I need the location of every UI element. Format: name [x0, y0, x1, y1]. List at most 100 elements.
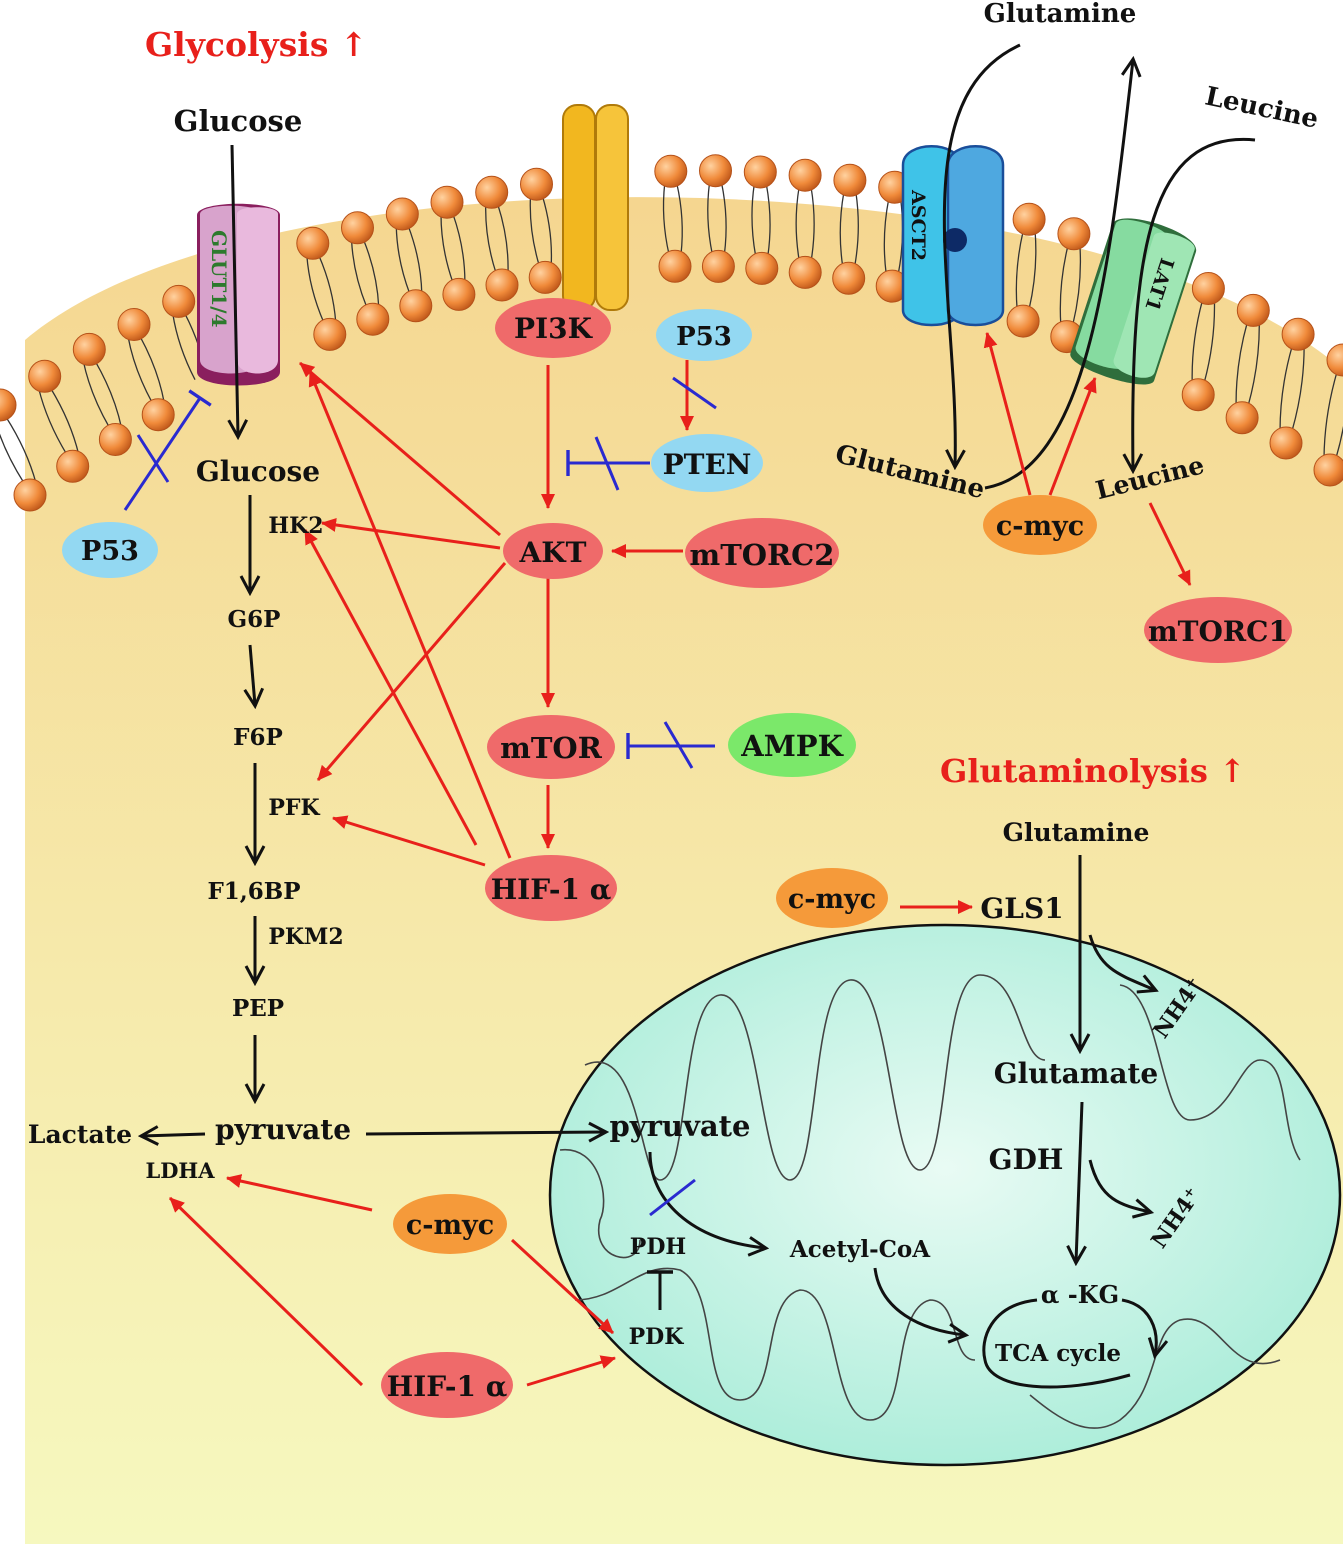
lipid-head	[385, 197, 419, 231]
glut-transporter: GLUT1/4	[197, 203, 280, 386]
hif-mid-label: HIF-1 α	[491, 873, 612, 906]
node-cmyc-bottom: c-myc	[393, 1194, 507, 1254]
mitochondrion-cristae	[559, 974, 1301, 1429]
cmyc-bottom-label: c-myc	[406, 1210, 494, 1241]
lipid-head	[832, 261, 866, 295]
p53-top-label: P53	[676, 322, 732, 352]
leucine-top-label: Leucine	[1202, 82, 1321, 135]
lipid-head	[399, 289, 433, 323]
lipid-head	[699, 154, 732, 188]
glutamine-right-label: Glutamine	[1003, 818, 1150, 847]
lipid-head	[520, 167, 553, 201]
lipid-tail	[440, 214, 466, 283]
lactate-label: Lactate	[28, 1120, 132, 1149]
lipid-head	[1326, 343, 1343, 377]
node-pi3k: PI3K	[495, 298, 611, 358]
lipid-head	[341, 211, 374, 245]
lipid-head	[1191, 272, 1225, 305]
node-pten: PTEN	[651, 434, 763, 492]
lipid-tail	[127, 336, 165, 403]
asct2-transporter: ASCT2	[901, 145, 1005, 327]
lipid-tail	[485, 204, 509, 274]
pkm2-label: PKM2	[268, 924, 343, 950]
akg-label: α -KG	[1041, 1280, 1119, 1309]
lipid-head	[788, 158, 822, 192]
glutaminolysis-header: Glutaminolysis ↑	[940, 752, 1246, 790]
f16bp-label: F1,6BP	[207, 878, 300, 905]
lipid-tail	[839, 192, 859, 267]
lipid-tail	[1015, 231, 1037, 310]
glutamine-top-label: Glutamine	[984, 0, 1137, 29]
g6p-label: G6P	[228, 606, 281, 633]
node-cmyc-gls: c-myc	[776, 868, 888, 928]
lipid-head	[1012, 202, 1046, 236]
lipid-head	[141, 398, 175, 432]
tca-cycle-label: TCA cycle	[995, 1340, 1121, 1367]
lipid-head	[313, 317, 347, 351]
pdh-label: PDH	[630, 1234, 686, 1260]
lipid-tail	[1323, 371, 1343, 459]
pdk-label: PDK	[629, 1324, 685, 1350]
node-p53-left: P53	[62, 522, 158, 578]
pep-label: PEP	[232, 995, 284, 1022]
lipid-head	[430, 185, 464, 219]
cmyc-gls-label: c-myc	[788, 884, 876, 915]
lipid-head	[1225, 401, 1259, 435]
lipid-tail	[751, 183, 771, 257]
lipid-head	[28, 359, 62, 393]
glucose-outside-label: Glucose	[174, 104, 303, 138]
membrane-lipid-heads	[0, 154, 1343, 512]
lipid-tail	[1279, 346, 1305, 432]
lipid-head	[1281, 317, 1315, 351]
node-hif-bottom: HIF-1 α	[381, 1352, 513, 1418]
lipid-head	[0, 388, 17, 422]
lipid-tail	[662, 183, 683, 255]
lipid-head	[356, 302, 390, 336]
lipid-tail	[795, 187, 815, 261]
glycolysis-header: Glycolysis ↑	[145, 25, 368, 64]
lipid-head	[1236, 293, 1270, 327]
ldha-label: LDHA	[145, 1158, 215, 1183]
asct2-label: ASCT2	[907, 189, 929, 261]
inhibition-arrows	[123, 376, 717, 1217]
pyruvate-label: pyruvate	[215, 1113, 351, 1146]
lipid-head	[72, 332, 106, 366]
pfk-label: PFK	[268, 795, 320, 821]
lipid-tail	[0, 416, 37, 484]
lipid-tail	[1059, 245, 1082, 325]
lipid-head	[56, 449, 90, 483]
lipid-tail	[306, 255, 337, 323]
mtor-label: mTOR	[500, 731, 603, 765]
lipid-head	[654, 154, 688, 188]
lipid-tail	[350, 239, 380, 308]
lipid-head	[833, 163, 867, 197]
acetyl-coa-label: Acetyl-CoA	[789, 1236, 931, 1263]
lipid-head	[1313, 453, 1343, 487]
activation-arrows	[168, 332, 1192, 1387]
node-mtor: mTOR	[487, 715, 615, 779]
hk2-label: HK2	[268, 513, 323, 539]
gls1-label: GLS1	[980, 892, 1063, 925]
lipid-head	[442, 277, 476, 311]
lipid-tail	[529, 196, 553, 266]
tca-cycle-loop	[982, 1298, 1131, 1389]
mtorc2-label: mTORC2	[690, 538, 835, 572]
mito-pyruvate-label: pyruvate	[610, 1109, 751, 1143]
lipid-head	[658, 249, 692, 283]
ampk-label: AMPK	[740, 729, 844, 763]
lipid-tail	[395, 225, 423, 295]
lipid-head	[98, 423, 132, 456]
glut-label: GLUT1/4	[207, 230, 231, 328]
lipid-head	[13, 478, 47, 512]
node-ampk: AMPK	[728, 713, 856, 777]
lipid-tail	[1235, 322, 1260, 407]
lipid-head	[475, 175, 509, 209]
cmyc-top-label: c-myc	[996, 511, 1084, 542]
lipid-tail	[82, 361, 123, 428]
lipid-head	[1057, 217, 1091, 251]
mtorc1-label: mTORC1	[1148, 615, 1288, 648]
hif-bottom-label: HIF-1 α	[387, 1370, 508, 1403]
mitochondrion	[548, 923, 1342, 1467]
lipid-head	[296, 226, 330, 260]
glutamate-label: Glutamate	[994, 1057, 1159, 1090]
